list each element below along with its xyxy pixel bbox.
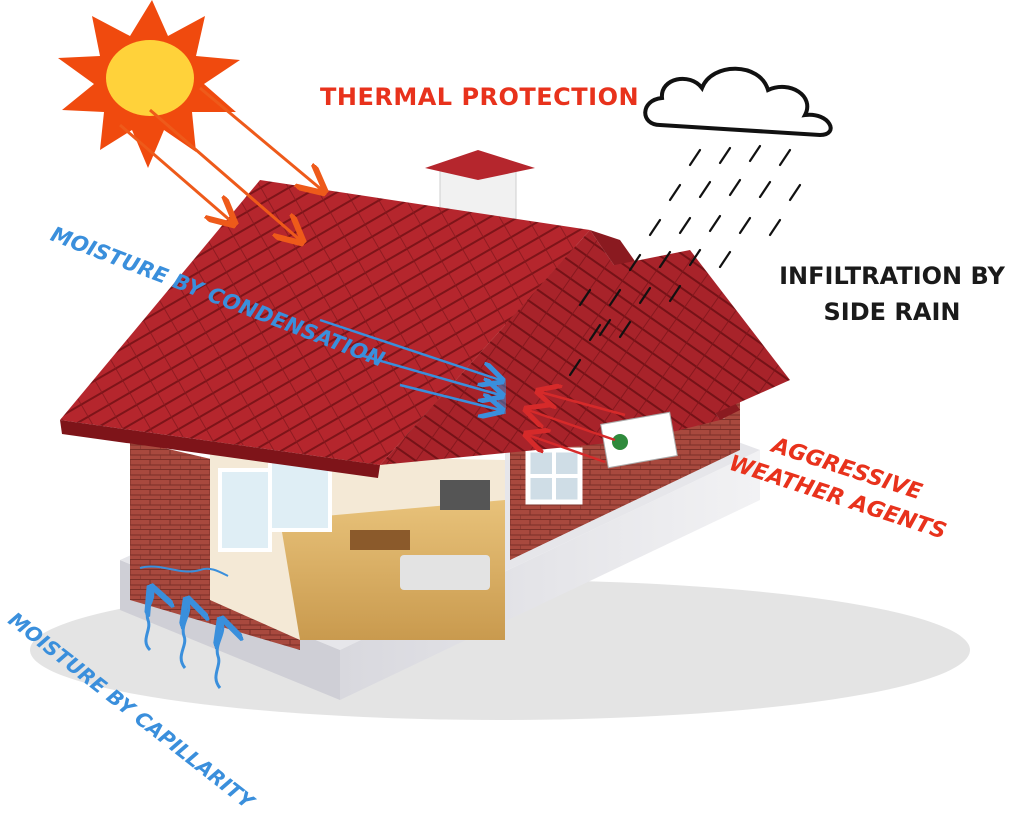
infiltration-line-2: SIDE RAIN [823,298,961,326]
infiltration-line-1: INFILTRATION BY [779,262,1005,290]
table [350,530,410,550]
thermal-protection-label: THERMAL PROTECTION [320,83,640,111]
tv [440,480,490,510]
capillarity-arrows [139,565,228,689]
sofa [400,555,490,590]
sun-icon [58,0,240,168]
weather-arrows [528,392,626,464]
sun-ray-arrows [119,86,322,240]
window-right [525,447,583,505]
rain-icon [568,144,802,377]
brand-sign-logo-icon [600,411,678,469]
infiltration-side-rain-label: INFILTRATION BY SIDE RAIN [760,258,1024,330]
condensation-arrows [319,318,506,414]
roof-annex [590,250,790,420]
cloud-icon [643,66,833,138]
